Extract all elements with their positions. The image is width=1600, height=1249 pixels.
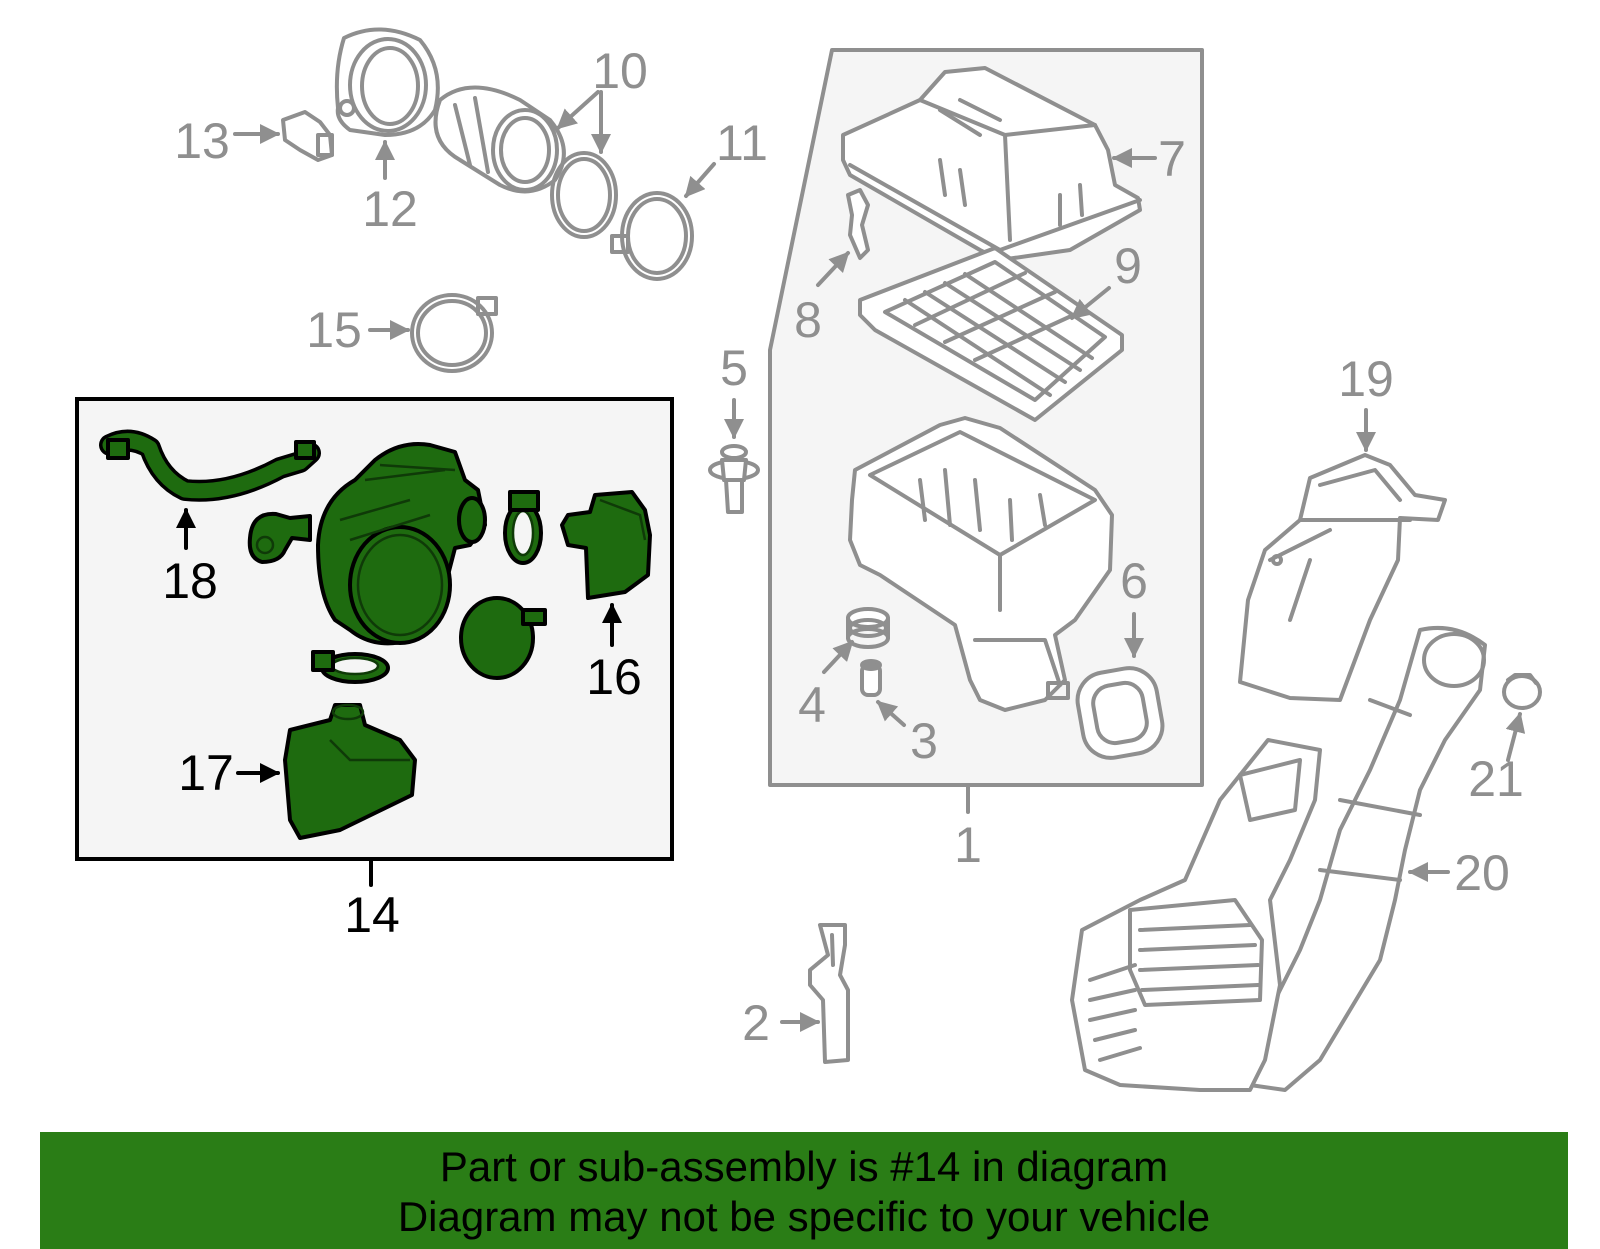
callout-18: 18 [162,553,218,609]
part-clamp-small [503,490,543,565]
callout-9: 9 [1114,238,1142,294]
banner-line-2: Diagram may not be specific to your vehi… [397,1193,1211,1240]
callout-1: 1 [954,817,982,873]
callout-7: 7 [1158,131,1186,187]
callout-5: 5 [720,340,748,396]
part-12-maf-housing [334,27,440,137]
callout-6: 6 [1120,553,1148,609]
part-17-resonator [283,703,417,840]
part-3-collar [860,659,882,697]
callout-17: 17 [178,745,234,801]
part-7-cleaner-cover [841,66,1142,262]
part-5-clip [708,444,760,514]
callout-20: 20 [1454,845,1510,901]
part-hose-elbow [247,511,312,564]
part-10-air-duct [433,85,618,239]
part-clamp-large [459,596,547,680]
part-2-bracket [808,923,850,1064]
part-15-clamp [410,293,498,373]
callout-2: 2 [742,995,770,1051]
leader-lines [176,90,1526,1032]
callout-12: 12 [362,181,418,237]
callout-4: 4 [798,677,826,733]
callout-19: 19 [1338,351,1394,407]
part-6-seal [1075,666,1165,760]
part-throttle-body-duct [316,442,487,646]
part-13-sensor [281,110,334,162]
part-1-cleaner-body [848,416,1114,712]
part-16-resonator-cap [560,490,652,600]
part-clamp-gasket [311,650,390,684]
part-4-grommet [846,607,890,649]
callout-11: 11 [716,115,768,171]
part-8-bracket [846,188,870,260]
callout-labels: 1 2 3 4 5 6 7 8 9 10 11 12 13 14 15 16 1… [162,43,1524,1051]
callout-3: 3 [910,713,938,769]
part-18-hose [99,429,321,502]
part-19-intake-duct [1238,453,1447,702]
part-11-clamp [610,191,694,281]
callout-21: 21 [1468,751,1524,807]
info-banner: Part or sub-assembly is #14 in diagram D… [40,1132,1568,1249]
banner-line-1: Part or sub-assembly is #14 in diagram [439,1143,1169,1190]
callout-13: 13 [174,113,230,169]
part-20-resonator [1070,625,1487,1092]
callout-8: 8 [794,292,822,348]
callout-15: 15 [306,302,362,358]
part-9-air-filter [858,246,1124,422]
part-21-clip [1502,673,1542,710]
callout-10: 10 [592,43,648,99]
parts-diagram: 1 2 3 4 5 6 7 8 9 10 11 12 13 14 15 16 1… [75,27,1542,1092]
callout-14: 14 [344,887,400,943]
callout-16: 16 [586,649,642,705]
